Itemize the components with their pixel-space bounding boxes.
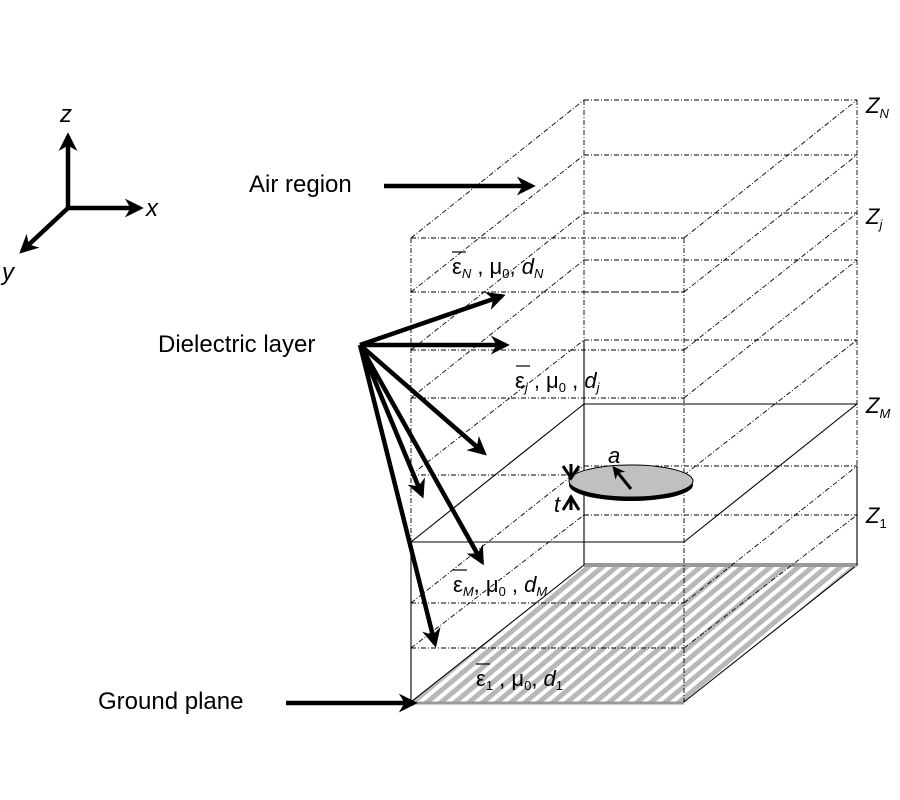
air-region-label: Air region xyxy=(249,171,352,198)
svg-text:Z1: Z1 xyxy=(865,503,887,531)
layered-box xyxy=(410,99,858,702)
svg-text:ε1 , μ0, d1: ε1 , μ0, d1 xyxy=(476,666,563,693)
x-axis-label: x xyxy=(145,195,159,222)
layer-label-j: εj , μ0 , dj xyxy=(515,365,601,395)
layer-label-1: ε1 , μ0, d1 xyxy=(476,663,563,693)
layer-label-M: εM, μ0 , dM xyxy=(453,569,547,599)
y-axis-label: y xyxy=(0,259,16,286)
air-region-callout: Air region xyxy=(249,171,536,198)
dielectric-arrow-4 xyxy=(357,344,425,499)
interface-label-ZM: ZM xyxy=(865,393,890,421)
svg-text:Zj: Zj xyxy=(865,204,883,232)
ground-plane-label: Ground plane xyxy=(98,688,243,715)
conducting-disk: a t xyxy=(554,443,694,517)
svg-text:ZM: ZM xyxy=(865,393,890,421)
dielectric-layer-label: Dielectric layer xyxy=(158,331,315,358)
svg-text:εM, μ0 , dM: εM, μ0 , dM xyxy=(453,572,547,599)
interface-label-ZN: ZN xyxy=(865,93,889,121)
svg-text:εN , μ0, dN: εN , μ0, dN xyxy=(452,254,544,281)
interface-label-Z1: Z1 xyxy=(865,503,887,531)
ground-plane-callout: Ground plane xyxy=(98,688,418,715)
dielectric-arrow-1 xyxy=(359,291,506,348)
z-axis-label: z xyxy=(59,101,72,128)
thickness-label: t xyxy=(554,492,561,517)
dielectric-layer-callout: Dielectric layer xyxy=(158,291,510,648)
coordinate-axes: z x y xyxy=(0,101,159,286)
svg-text:ZN: ZN xyxy=(865,93,889,121)
dielectric-arrow-6 xyxy=(357,344,441,648)
radius-label: a xyxy=(608,443,620,468)
dielectric-arrow-5 xyxy=(358,343,484,566)
dielectric-arrow-3 xyxy=(358,343,487,456)
svg-text:εj , μ0 , dj: εj , μ0 , dj xyxy=(515,368,601,395)
radius-arrow xyxy=(612,466,633,490)
interface-label-Zj: Zj xyxy=(865,204,883,232)
layer-label-N: εN , μ0, dN xyxy=(452,251,544,281)
y-axis-arrow xyxy=(19,206,70,254)
